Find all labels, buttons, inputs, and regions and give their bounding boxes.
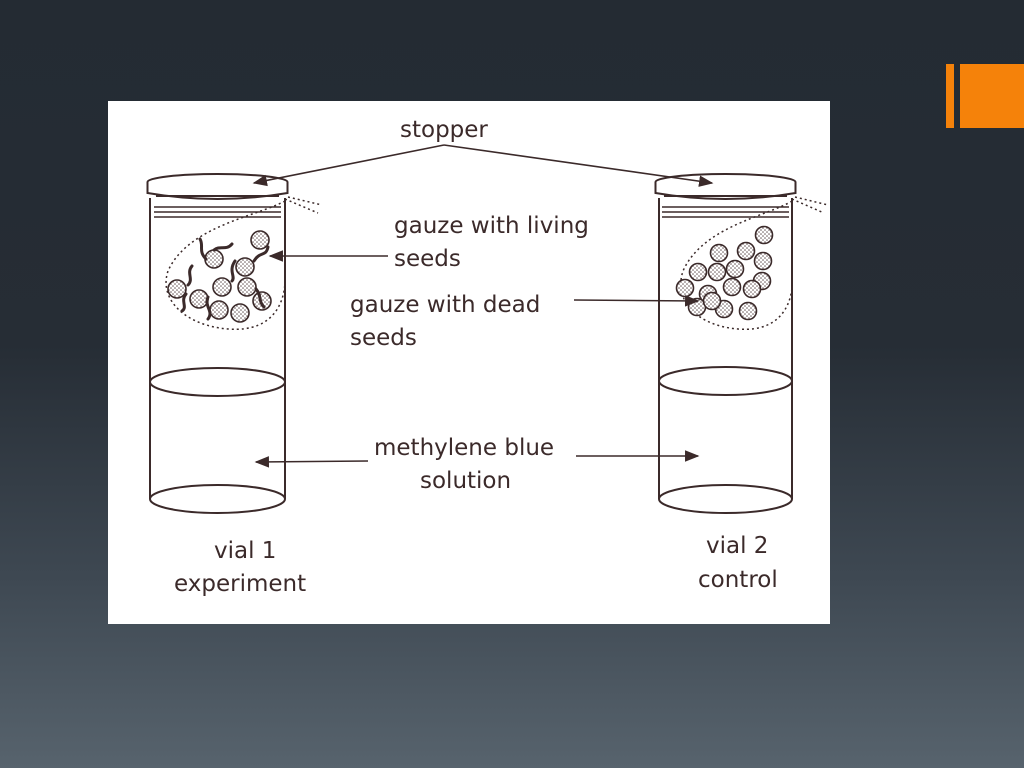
vial-1 — [146, 173, 323, 514]
stopper-label: stopper — [400, 117, 488, 143]
sprouts — [180, 237, 270, 321]
diagram-figure: stopper gauze with living seeds gauze wi… — [108, 101, 830, 624]
accent-bar — [946, 64, 954, 128]
gauze-dead-label-line2: seeds — [350, 325, 417, 351]
gauze-living-label-line1: gauze with living — [394, 213, 589, 239]
gauze-living-label-line2: seeds — [394, 246, 461, 272]
stopper-2 — [654, 173, 797, 218]
vial-1-name: vial 1 — [214, 538, 276, 564]
accent-block — [960, 64, 1024, 128]
solution-label-line2: solution — [420, 468, 511, 494]
dead-seeds — [675, 225, 774, 321]
gauze-dead-label-line1: gauze with dead — [350, 292, 540, 318]
solution-label-line1: methylene blue — [374, 435, 554, 461]
gauze-1 — [165, 200, 286, 330]
stopper-arrow-right — [443, 144, 714, 187]
vial-1-role: experiment — [174, 571, 306, 597]
vial-2-role: control — [698, 567, 778, 593]
stopper-1 — [146, 173, 289, 218]
stopper-arrow-left — [252, 144, 445, 187]
vial-2-name: vial 2 — [706, 533, 768, 559]
dead-seeds-arrow — [573, 295, 700, 307]
vial-2 — [654, 173, 829, 514]
diagram-svg: stopper gauze with living seeds gauze wi… — [146, 117, 829, 597]
solution-arrow-left — [254, 456, 369, 468]
living-seeds — [167, 230, 272, 323]
arrows — [252, 144, 714, 468]
